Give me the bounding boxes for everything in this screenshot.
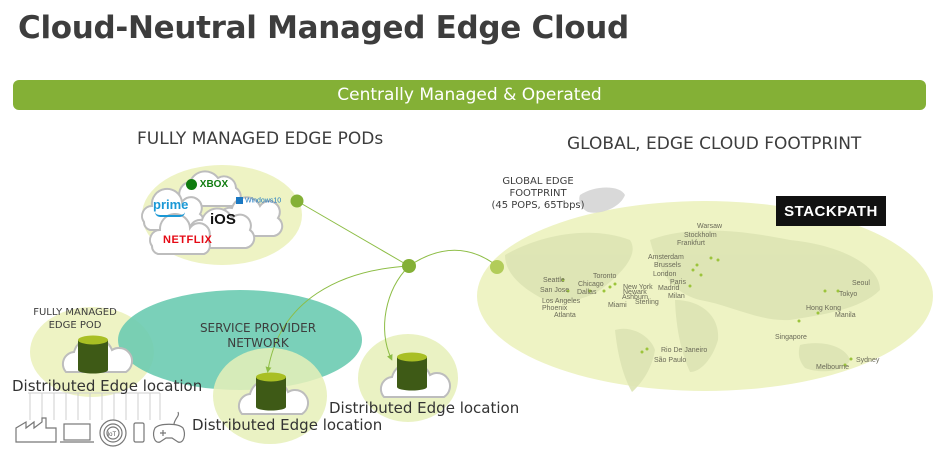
- device-connectors: [28, 392, 161, 420]
- city-label: Paris: [670, 279, 686, 286]
- ios-logo: iOS: [210, 211, 236, 228]
- xbox-logo: XBOX: [186, 179, 228, 190]
- city-label: Los Angeles: [542, 298, 581, 305]
- city-label: Melbourne: [816, 364, 850, 371]
- connector-hub-edge-right: [384, 265, 410, 361]
- greenland-shape: [579, 187, 625, 213]
- city-label: Tokyo: [839, 291, 858, 298]
- city-label: Chicago: [578, 281, 604, 288]
- city-label: London: [653, 271, 677, 278]
- edge-location-cloud-mid: [237, 372, 309, 415]
- city-label: Amsterdam: [648, 254, 684, 261]
- edge-pods-heading: FULLY MANAGED EDGE PODs: [137, 129, 384, 149]
- city-label: Ashburn: [622, 294, 649, 301]
- city-label: Seoul: [852, 280, 870, 287]
- iot-icon: [99, 419, 127, 447]
- prime-smile-icon: [155, 212, 185, 217]
- city-label: Sydney: [856, 357, 880, 364]
- node-pods: [290, 194, 304, 208]
- city-label: Hong Kong: [806, 305, 842, 312]
- banner-label: Centrally Managed & Operated: [337, 85, 602, 105]
- phone-icon: [133, 422, 145, 443]
- city-label: Milan: [668, 293, 685, 300]
- distributed-edge-label-left: Distributed Edge location: [12, 377, 203, 395]
- city-label: Brussels: [654, 262, 681, 269]
- node-hub: [402, 259, 416, 273]
- connector-pods-hub: [296, 200, 410, 267]
- city-label: São Paulo: [654, 357, 687, 364]
- city-label: Frankfurt: [677, 240, 706, 247]
- laptop-icon: [60, 423, 94, 443]
- city-label: Madrid: [658, 285, 680, 292]
- city-label: Warsaw: [697, 223, 723, 230]
- fully-managed-edge-pod-label: FULLY MANAGED EDGE POD: [33, 307, 117, 331]
- city-label: New York: [623, 284, 653, 291]
- connector-hub-edge-mid: [265, 265, 410, 373]
- service-clouds: [141, 170, 284, 255]
- iot-label: IoT: [108, 432, 117, 438]
- xbox-icon: [186, 179, 197, 190]
- city-label: Phoenix: [542, 305, 568, 312]
- distributed-edge-label-right: Distributed Edge location: [329, 399, 520, 417]
- world-map: [505, 230, 880, 392]
- node-world: [490, 260, 504, 274]
- city-markers: [561, 256, 853, 367]
- city-label: Manila: [835, 312, 856, 319]
- city-label: Singapore: [775, 334, 807, 341]
- global-edge-footprint-label: GLOBAL EDGE FOOTPRINT (45 POPS, 65Tbps): [491, 176, 585, 211]
- global-footprint-heading: GLOBAL, EDGE CLOUD FOOTPRINT: [567, 134, 862, 154]
- central-management-banner: Centrally Managed & Operated: [13, 80, 926, 110]
- edge-location-cloud-right: [379, 352, 451, 398]
- edge-pod-cloud-left: [61, 335, 133, 374]
- prime-logo: prime: [153, 197, 189, 212]
- city-label: Dallas: [577, 289, 597, 296]
- stackpath-logo: STACKPATH: [776, 196, 886, 226]
- city-label: Seattle: [543, 277, 565, 284]
- distributed-edge-label-mid: Distributed Edge location: [192, 416, 383, 434]
- service-provider-network-label: SERVICE PROVIDER NETWORK: [199, 321, 317, 350]
- factory-icon: [15, 417, 57, 443]
- windows10-logo: Windows10: [236, 197, 281, 204]
- page-title: Cloud-Neutral Managed Edge Cloud: [18, 10, 629, 46]
- city-label: Toronto: [593, 273, 617, 280]
- windows-icon: [236, 197, 243, 204]
- city-label: San Jose: [540, 287, 570, 294]
- city-label: Miami: [608, 302, 627, 309]
- city-label: Newark: [623, 289, 647, 296]
- city-label: Rio De Janeiro: [661, 347, 708, 354]
- netflix-logo: NETFLIX: [163, 234, 213, 246]
- city-label: Atlanta: [554, 312, 576, 319]
- cloud-netflix: [149, 212, 211, 255]
- city-label: Sterling: [635, 299, 659, 306]
- city-label: Stockholm: [684, 232, 717, 239]
- gamepad-icon: [153, 411, 185, 443]
- connector-hub-world: [408, 249, 498, 267]
